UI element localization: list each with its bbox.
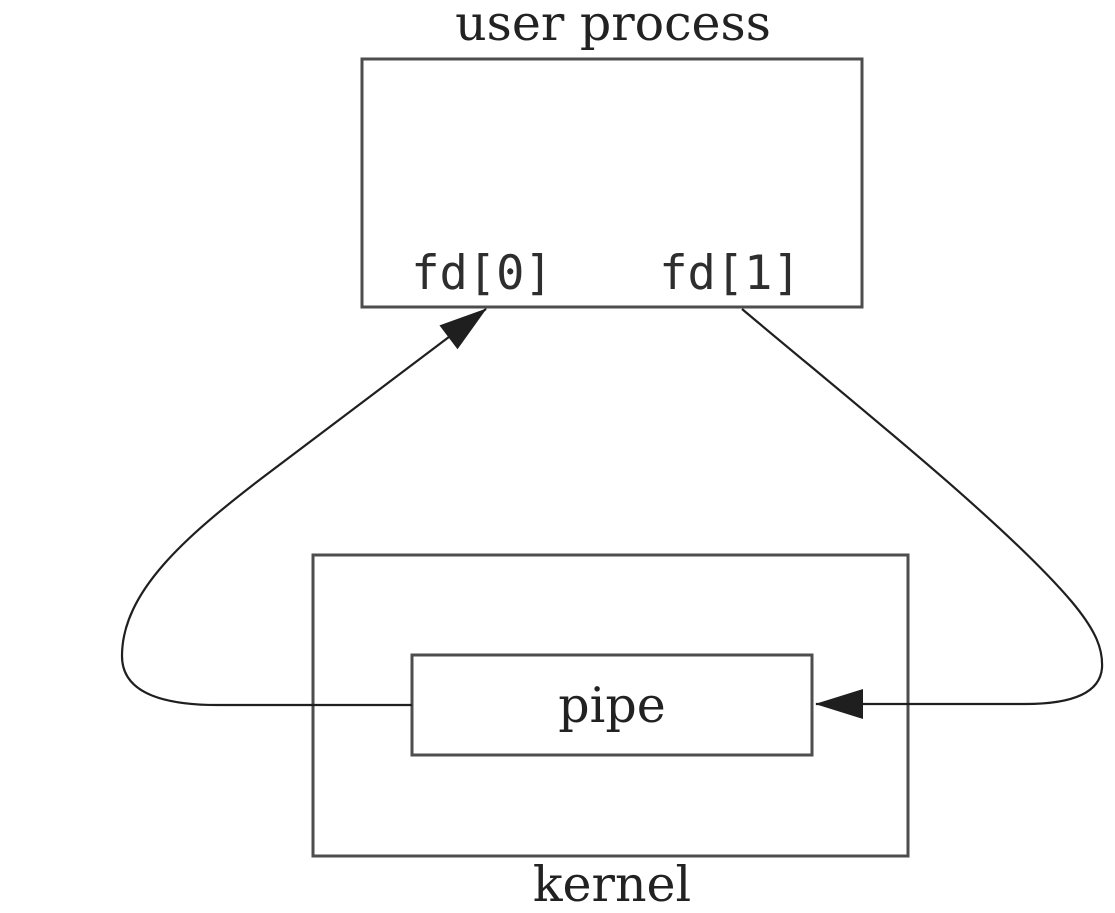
fd0-label: fd[0] <box>411 246 552 301</box>
user-process-box <box>360 57 864 309</box>
pipe-label: pipe <box>558 677 665 734</box>
kernel-label: kernel <box>533 856 691 913</box>
edge-fd1-to-pipe <box>741 308 1104 719</box>
user-process-label: user process <box>455 0 771 52</box>
fd1-label: fd[1] <box>659 246 800 301</box>
edge-pipe-to-fd0 <box>120 308 487 707</box>
